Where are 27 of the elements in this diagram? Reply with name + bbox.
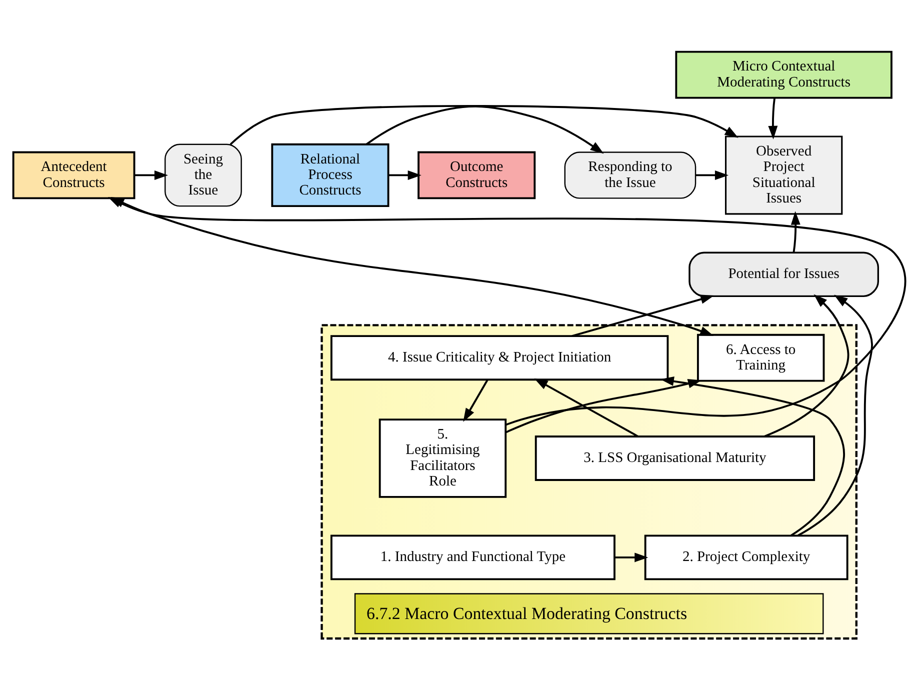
node-box: Potential for Issues	[688, 252, 880, 298]
node-box: Outcome Constructs	[418, 151, 536, 200]
node-box: Seeing the Issue	[164, 144, 242, 207]
arrow	[366, 105, 604, 154]
node-box: Observed Project Situational Issues	[724, 136, 843, 215]
arrow	[388, 170, 422, 180]
arrow	[534, 378, 638, 438]
node-box: Antecedent Constructs	[12, 151, 136, 200]
node-box: Responding to the Issue	[564, 152, 696, 199]
arrow	[134, 170, 168, 180]
arrow	[798, 294, 873, 536]
node-box: Relational Process Constructs	[271, 143, 390, 208]
arrow	[764, 294, 850, 438]
node-box: 2. Project Complexity	[644, 534, 848, 580]
arrow	[614, 552, 648, 562]
node-box: 4. Issue Criticality & Project Initiation	[330, 335, 669, 381]
node-box: 3. LSS Organisational Maturity	[534, 436, 816, 481]
node-box: 1. Industry and Functional Type	[330, 534, 616, 580]
arrow	[572, 294, 714, 337]
node-box: Micro Contextual Moderating Constructs	[675, 50, 892, 99]
node-box: 6. Access to Training	[696, 334, 825, 382]
arrow	[230, 105, 738, 146]
arrow	[463, 379, 488, 422]
arrow	[696, 170, 729, 180]
arrow	[790, 211, 800, 252]
node-box: 5. Legitimising Facilitators Role	[378, 418, 507, 498]
arrow	[768, 98, 778, 140]
